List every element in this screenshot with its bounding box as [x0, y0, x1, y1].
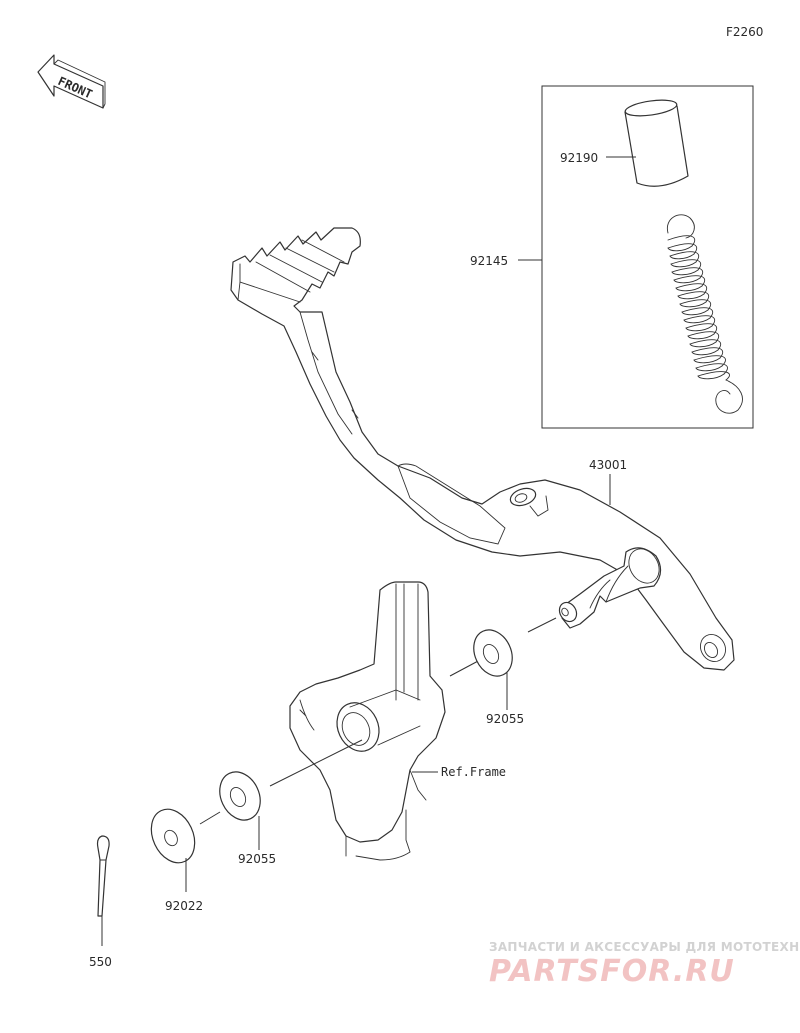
cotter-pin-550	[96, 835, 110, 917]
washer-92022	[150, 808, 196, 864]
part-label-550: 550	[89, 955, 112, 969]
part-label-92145: 92145	[470, 254, 508, 268]
watermark-tagline: ЗАПЧАСТИ И АКСЕССУАРЫ ДЛЯ МОТОТЕХНИКИ	[489, 940, 800, 954]
axis-line-1	[527, 617, 557, 633]
axis-line-4	[199, 811, 221, 825]
diagram-code: F2260	[726, 25, 763, 39]
spring-92145	[666, 214, 743, 414]
washer-92055-lower	[219, 771, 261, 821]
ref-frame-label: Ref.Frame	[441, 765, 506, 779]
collar-92190	[624, 99, 689, 187]
washer-92055-upper	[473, 629, 513, 677]
front-arrow-icon: FRONT	[37, 54, 106, 109]
part-label-92055-lower: 92055	[238, 852, 276, 866]
ref-frame	[289, 581, 446, 861]
kit-box	[541, 85, 754, 429]
watermark-logo: PARTSFOR.RU	[489, 954, 735, 989]
part-label-92022: 92022	[165, 899, 203, 913]
part-label-92190: 92190	[560, 151, 598, 165]
axis-line-2	[449, 659, 481, 677]
brake-pedal-43001	[230, 227, 735, 671]
part-label-43001: 43001	[589, 458, 627, 472]
axis-line-3	[269, 739, 363, 787]
part-label-92055-upper: 92055	[486, 712, 524, 726]
